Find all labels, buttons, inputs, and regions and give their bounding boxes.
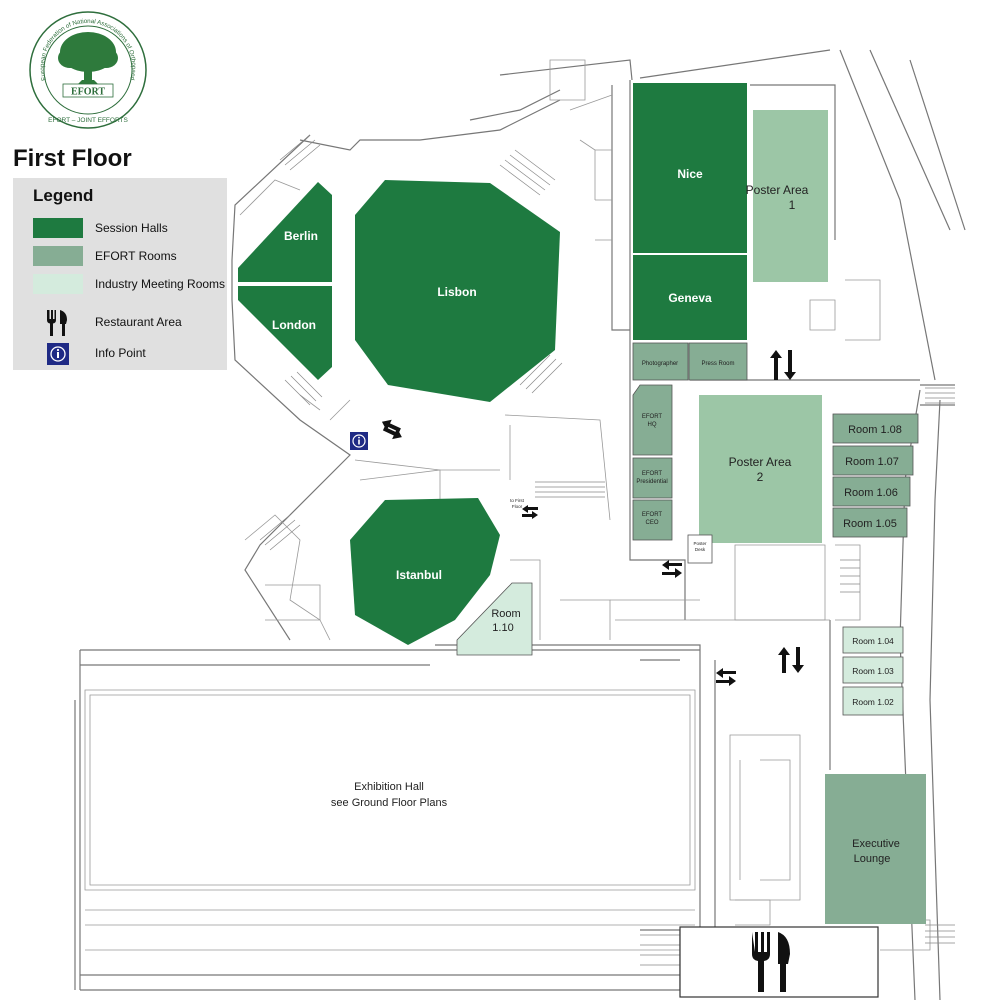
label-room-1-10-a: Room xyxy=(491,608,520,620)
label-executive: Executive xyxy=(852,838,900,850)
label-efort-hq-2: HQ xyxy=(648,422,657,428)
label-london: London xyxy=(272,318,316,332)
legend-swatch-session xyxy=(33,218,83,238)
room-1-02[interactable] xyxy=(842,686,904,716)
room-1-07[interactable] xyxy=(832,445,914,476)
info-icon[interactable] xyxy=(350,432,368,450)
room-istanbul[interactable] xyxy=(350,498,500,645)
label-exhibition-note: see Ground Floor Plans xyxy=(331,797,448,809)
room-nice[interactable] xyxy=(633,83,747,253)
legend-item-efort-rooms: EFORT Rooms xyxy=(33,246,177,266)
efort-rooms xyxy=(632,342,926,924)
room-geneva[interactable] xyxy=(633,255,747,340)
label-poster-area-2: Poster Area xyxy=(729,455,792,469)
legend-item-industry-rooms: Industry Meeting Rooms xyxy=(33,274,225,294)
legend: Legend Session Halls EFORT Rooms Industr… xyxy=(13,178,227,370)
logo-motto: EFORT – JOINT EFFORTS xyxy=(48,117,128,124)
legend-item-info-point: Info Point xyxy=(33,343,146,365)
walkway-arrows-icon xyxy=(716,668,736,686)
elevator-arrows-icon xyxy=(770,350,796,380)
room-press[interactable] xyxy=(688,342,748,381)
efort-logo: European Federation of National Associat… xyxy=(28,10,147,129)
legend-swatch-industry xyxy=(33,274,83,294)
room-labels: Nice Geneva Berlin London Lisbon Istanbu… xyxy=(272,167,902,865)
legend-item-restaurant: Restaurant Area xyxy=(33,308,182,338)
label-room-1-02: Room 1.02 xyxy=(852,697,894,707)
label-room-1-05: Room 1.05 xyxy=(843,518,897,530)
poster-area-1[interactable] xyxy=(753,110,828,282)
room-lisbon[interactable] xyxy=(355,180,560,402)
room-1-08[interactable] xyxy=(832,413,919,444)
legend-label: Industry Meeting Rooms xyxy=(95,277,226,291)
room-efort-hq[interactable] xyxy=(632,384,673,456)
walkway-arrows-icon xyxy=(381,419,402,440)
legend-label: EFORT Rooms xyxy=(95,249,177,263)
label-room-1-06: Room 1.06 xyxy=(844,487,898,499)
label-room-1-03: Room 1.03 xyxy=(852,666,894,676)
fork-knife-icon xyxy=(752,932,790,992)
label-efort-hq-1: EFORT xyxy=(642,414,663,420)
label-to-first-floor-2: Floor xyxy=(512,504,523,509)
label-room-1-07: Room 1.07 xyxy=(845,456,899,468)
info-icon xyxy=(47,343,69,365)
label-poster-area-1: Poster Area xyxy=(746,183,809,197)
industry-rooms xyxy=(456,582,904,716)
label-efort-pres-1: EFORT xyxy=(642,471,663,477)
label-efort-ceo-1: EFORT xyxy=(642,512,663,518)
stairs xyxy=(259,134,955,976)
room-executive-lounge[interactable] xyxy=(825,774,926,924)
label-berlin: Berlin xyxy=(284,229,318,243)
label-geneva: Geneva xyxy=(668,291,712,305)
legend-label: Info Point xyxy=(95,346,146,360)
walkway-arrows-icon xyxy=(662,560,682,578)
elevator-arrows-icon xyxy=(778,647,804,673)
label-room-1-04: Room 1.04 xyxy=(852,636,894,646)
legend-title: Legend xyxy=(33,186,94,205)
label-lisbon: Lisbon xyxy=(437,285,476,299)
legend-label: Session Halls xyxy=(95,221,168,235)
label-efort-ceo-2: CEO xyxy=(645,520,658,526)
legend-swatch-efort xyxy=(33,246,83,266)
tree-icon xyxy=(58,32,118,86)
label-poster-desk-2: Desk xyxy=(695,547,706,552)
label-photographer: Photographer xyxy=(642,361,678,367)
label-poster-area-1-num: 1 xyxy=(789,198,796,212)
legend-label: Restaurant Area xyxy=(95,315,182,329)
label-lounge: Lounge xyxy=(854,853,891,865)
logo-name: EFORT xyxy=(71,87,105,98)
poster-desk xyxy=(687,534,713,564)
room-efort-presidential[interactable] xyxy=(632,457,673,499)
label-efort-pres-2: Presidential xyxy=(636,479,667,485)
room-photographer[interactable] xyxy=(632,342,689,381)
poster-area-2[interactable] xyxy=(699,395,822,543)
label-room-1-10-b: 1.10 xyxy=(492,622,513,634)
direction-arrows xyxy=(381,350,804,686)
walkway-arrows-icon xyxy=(522,505,538,519)
room-efort-ceo[interactable] xyxy=(632,499,673,541)
label-poster-desk-1: Poster xyxy=(693,541,707,546)
label-room-1-08: Room 1.08 xyxy=(848,424,902,436)
room-1-10[interactable] xyxy=(456,582,533,656)
session-halls xyxy=(238,83,747,645)
floor-title: First Floor xyxy=(13,145,132,172)
room-1-06[interactable] xyxy=(832,476,911,507)
room-berlin[interactable] xyxy=(238,182,332,282)
label-press-room: Press Room xyxy=(701,361,734,367)
room-london[interactable] xyxy=(238,286,332,380)
label-exhibition-hall: Exhibition Hall xyxy=(354,781,424,793)
room-1-04[interactable] xyxy=(842,626,904,654)
label-istanbul: Istanbul xyxy=(396,568,442,582)
label-to-first-floor-1: to First xyxy=(510,498,525,503)
legend-item-session-halls: Session Halls xyxy=(33,218,168,238)
room-1-03[interactable] xyxy=(842,656,904,684)
room-1-05[interactable] xyxy=(832,507,908,538)
fork-knife-icon xyxy=(47,310,67,336)
label-nice: Nice xyxy=(677,167,703,181)
label-poster-area-2-num: 2 xyxy=(757,470,764,484)
